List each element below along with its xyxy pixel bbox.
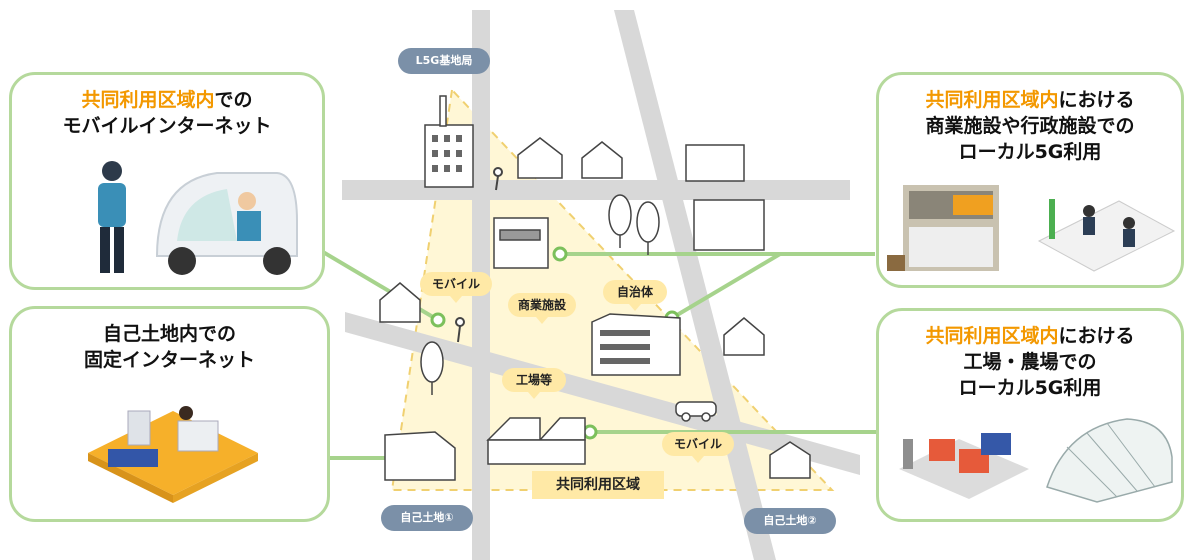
tag-factory-etc: 工場等 bbox=[502, 368, 566, 399]
office-building bbox=[693, 199, 765, 251]
trees bbox=[420, 194, 660, 395]
callout-mobile-internet-title: 共同利用区域内での モバイルインターネット bbox=[62, 89, 272, 137]
callout-fixed-internet: 自己土地内での 固定インターネット bbox=[9, 306, 330, 522]
callout-factory-farm-title: 共同利用区域内における 工場・農場での ローカル5G利用 bbox=[925, 325, 1135, 399]
own-land-2-label: 自己土地② bbox=[744, 508, 836, 534]
road-diagonal-lower bbox=[345, 312, 860, 475]
factory-complex-icon bbox=[899, 433, 1029, 499]
shared-area-label: 共同利用区域 bbox=[532, 471, 664, 499]
storefront-building-icon bbox=[887, 185, 999, 271]
apartment-building bbox=[384, 431, 456, 481]
callout-commercial-admin: 共同利用区域内における 商業施設や行政施設での ローカル5G利用 bbox=[876, 72, 1184, 288]
factory-building bbox=[486, 417, 586, 465]
municipality-building bbox=[591, 313, 681, 376]
road-horizontal-top bbox=[342, 180, 850, 200]
callout-fixed-internet-title: 自己土地内での 固定インターネット bbox=[83, 323, 255, 371]
tag-mobile-left: モバイル bbox=[420, 272, 492, 303]
tag-municipality: 自治体 bbox=[603, 280, 667, 311]
home-office-room-icon bbox=[88, 406, 258, 503]
small-houses bbox=[379, 137, 811, 479]
tag-commercial-facility: 商業施設 bbox=[508, 293, 576, 324]
base-station-building bbox=[424, 95, 474, 188]
callout-factory-farm: 共同利用区域内における 工場・農場での ローカル5G利用 bbox=[876, 308, 1184, 522]
person-with-smartphone-icon bbox=[98, 161, 126, 273]
own-land-1-label: 自己土地① bbox=[381, 505, 473, 531]
office-workers-icon bbox=[1037, 199, 1176, 272]
tag-mobile-right: モバイル bbox=[662, 432, 734, 463]
connector-lines bbox=[321, 250, 880, 460]
callout-commercial-admin-title: 共同利用区域内における 商業施設や行政施設での ローカル5G利用 bbox=[925, 89, 1135, 163]
pedestrians bbox=[455, 167, 503, 343]
car bbox=[675, 401, 717, 422]
greenhouse-icon bbox=[1046, 418, 1173, 503]
base-station-label: L5G基地局 bbox=[398, 48, 490, 74]
autonomous-vehicle-icon bbox=[155, 172, 298, 275]
callout-mobile-internet: 共同利用区域内での モバイルインターネット bbox=[9, 72, 325, 290]
commercial-facility-building bbox=[493, 217, 549, 269]
